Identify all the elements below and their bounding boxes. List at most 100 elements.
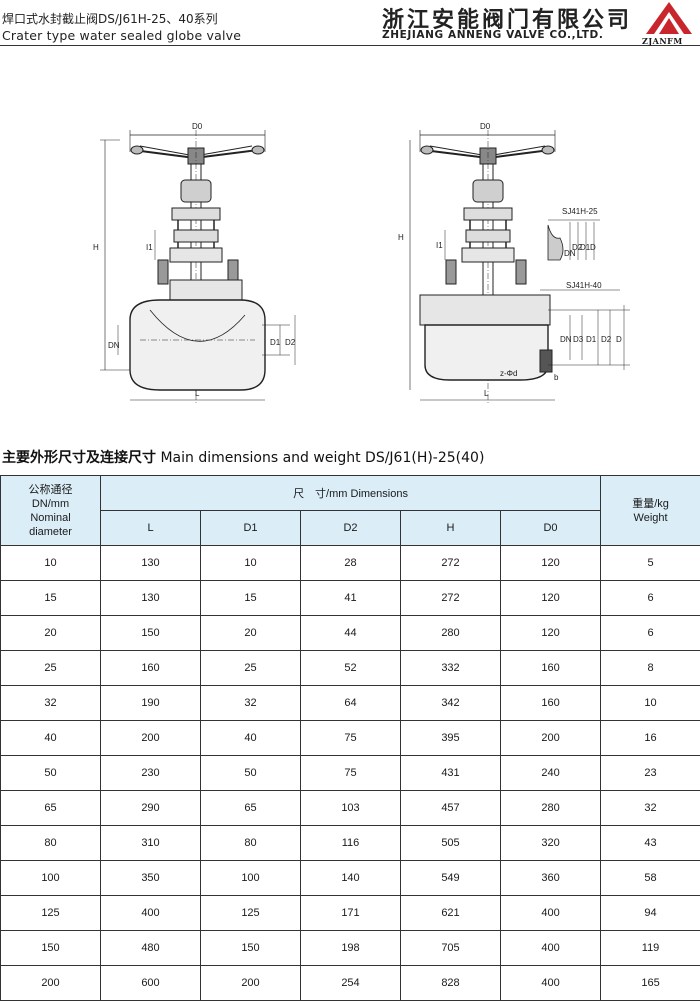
table-cell: 130 bbox=[101, 546, 201, 581]
right-label-d: D bbox=[616, 335, 622, 344]
table-cell: 200 bbox=[501, 721, 601, 756]
table-cell: 65 bbox=[201, 791, 301, 826]
right-label-d1: D1 bbox=[586, 335, 597, 344]
left-label-d1: D1 bbox=[270, 338, 281, 347]
table-cell: 165 bbox=[601, 966, 700, 1001]
table-cell: 50 bbox=[201, 756, 301, 791]
table-cell: 100 bbox=[201, 861, 301, 896]
table-cell: 350 bbox=[101, 861, 201, 896]
table-cell: 254 bbox=[301, 966, 401, 1001]
table-cell: 120 bbox=[501, 616, 601, 651]
table-cell: 200 bbox=[1, 966, 101, 1001]
table-cell: 320 bbox=[501, 826, 601, 861]
table-cell: 272 bbox=[401, 546, 501, 581]
table-cell: 40 bbox=[201, 721, 301, 756]
table-cell: 395 bbox=[401, 721, 501, 756]
table-cell: 400 bbox=[101, 896, 201, 931]
table-cell: 100 bbox=[1, 861, 101, 896]
right-label-d0: D0 bbox=[480, 122, 491, 131]
table-cell: 200 bbox=[201, 966, 301, 1001]
right-label-dn: DN bbox=[560, 335, 572, 344]
table-cell: 400 bbox=[501, 966, 601, 1001]
right-valve-drawing bbox=[410, 130, 630, 405]
left-valve-drawing bbox=[100, 130, 295, 405]
section-title-cn: 主要外形尺寸及连接尺寸 bbox=[2, 450, 156, 466]
left-label-d0: D0 bbox=[192, 122, 203, 131]
table-cell: 10 bbox=[601, 686, 700, 721]
header-d0: D0 bbox=[501, 511, 601, 546]
table-cell: 160 bbox=[501, 686, 601, 721]
table-cell: 80 bbox=[201, 826, 301, 861]
table-cell: 25 bbox=[1, 651, 101, 686]
valve-drawing: D0 H DN D1 D2 L I1 D0 H I1 DN D3 D1 D2 D… bbox=[0, 110, 700, 410]
table-cell: 160 bbox=[101, 651, 201, 686]
table-cell: 280 bbox=[501, 791, 601, 826]
table-cell: 5 bbox=[601, 546, 700, 581]
table-cell: 32 bbox=[201, 686, 301, 721]
right-label-d2: D2 bbox=[601, 335, 612, 344]
product-title-cn: 焊口式水封截止阀DS/J61H-25、40系列 bbox=[2, 10, 218, 27]
page-header: 焊口式水封截止阀DS/J61H-25、40系列 Crater type wate… bbox=[0, 0, 700, 46]
table-cell: 58 bbox=[601, 861, 700, 896]
header-dimensions: 尺 寸/mm Dimensions bbox=[101, 476, 601, 511]
table-cell: 15 bbox=[1, 581, 101, 616]
table-cell: 6 bbox=[601, 616, 700, 651]
table-cell: 28 bbox=[301, 546, 401, 581]
table-cell: 400 bbox=[501, 896, 601, 931]
table-cell: 23 bbox=[601, 756, 700, 791]
table-cell: 240 bbox=[501, 756, 601, 791]
left-label-i1: I1 bbox=[146, 243, 153, 252]
detail-label-d: D bbox=[590, 243, 596, 252]
detail-label-sj41h-25: SJ41H-25 bbox=[562, 207, 598, 216]
right-label-zd: z-Φd bbox=[500, 369, 518, 378]
table-cell: 171 bbox=[301, 896, 401, 931]
left-label-dn: DN bbox=[108, 341, 120, 350]
right-label-h: H bbox=[398, 233, 404, 242]
table-cell: 272 bbox=[401, 581, 501, 616]
table-cell: 64 bbox=[301, 686, 401, 721]
product-title-en: Crater type water sealed globe valve bbox=[2, 28, 241, 43]
company-name-en: ZHEJIANG ANNENG VALVE CO.,LTD. bbox=[382, 29, 603, 41]
table-cell: 150 bbox=[201, 931, 301, 966]
table-cell: 198 bbox=[301, 931, 401, 966]
table-cell: 80 bbox=[1, 826, 101, 861]
header-h: H bbox=[401, 511, 501, 546]
dimensions-table: 公称通径 DN/mm Nominal diameter 尺 寸/mm Dimen… bbox=[0, 475, 700, 1001]
logo-text: ZJANFM bbox=[642, 36, 683, 46]
table-cell: 41 bbox=[301, 581, 401, 616]
header-weight: 重量/kg Weight bbox=[601, 476, 700, 546]
table-cell: 15 bbox=[201, 581, 301, 616]
table-cell: 310 bbox=[101, 826, 201, 861]
table-cell: 65 bbox=[1, 791, 101, 826]
table-cell: 6 bbox=[601, 581, 700, 616]
table-cell: 549 bbox=[401, 861, 501, 896]
table-cell: 190 bbox=[101, 686, 201, 721]
table-cell: 43 bbox=[601, 826, 700, 861]
table-cell: 150 bbox=[101, 616, 201, 651]
right-label-l: L bbox=[484, 389, 489, 398]
right-label-b: b bbox=[554, 373, 559, 382]
table-cell: 431 bbox=[401, 756, 501, 791]
table-cell: 705 bbox=[401, 931, 501, 966]
table-cell: 120 bbox=[501, 581, 601, 616]
table-cell: 103 bbox=[301, 791, 401, 826]
table-cell: 125 bbox=[201, 896, 301, 931]
header-d1: D1 bbox=[201, 511, 301, 546]
table-cell: 400 bbox=[501, 931, 601, 966]
left-label-l: L bbox=[195, 389, 200, 398]
left-label-h: H bbox=[93, 243, 99, 252]
section-title: 主要外形尺寸及连接尺寸 Main dimensions and weight D… bbox=[2, 447, 484, 467]
table-cell: 119 bbox=[601, 931, 700, 966]
table-cell: 20 bbox=[201, 616, 301, 651]
table-cell: 8 bbox=[601, 651, 700, 686]
